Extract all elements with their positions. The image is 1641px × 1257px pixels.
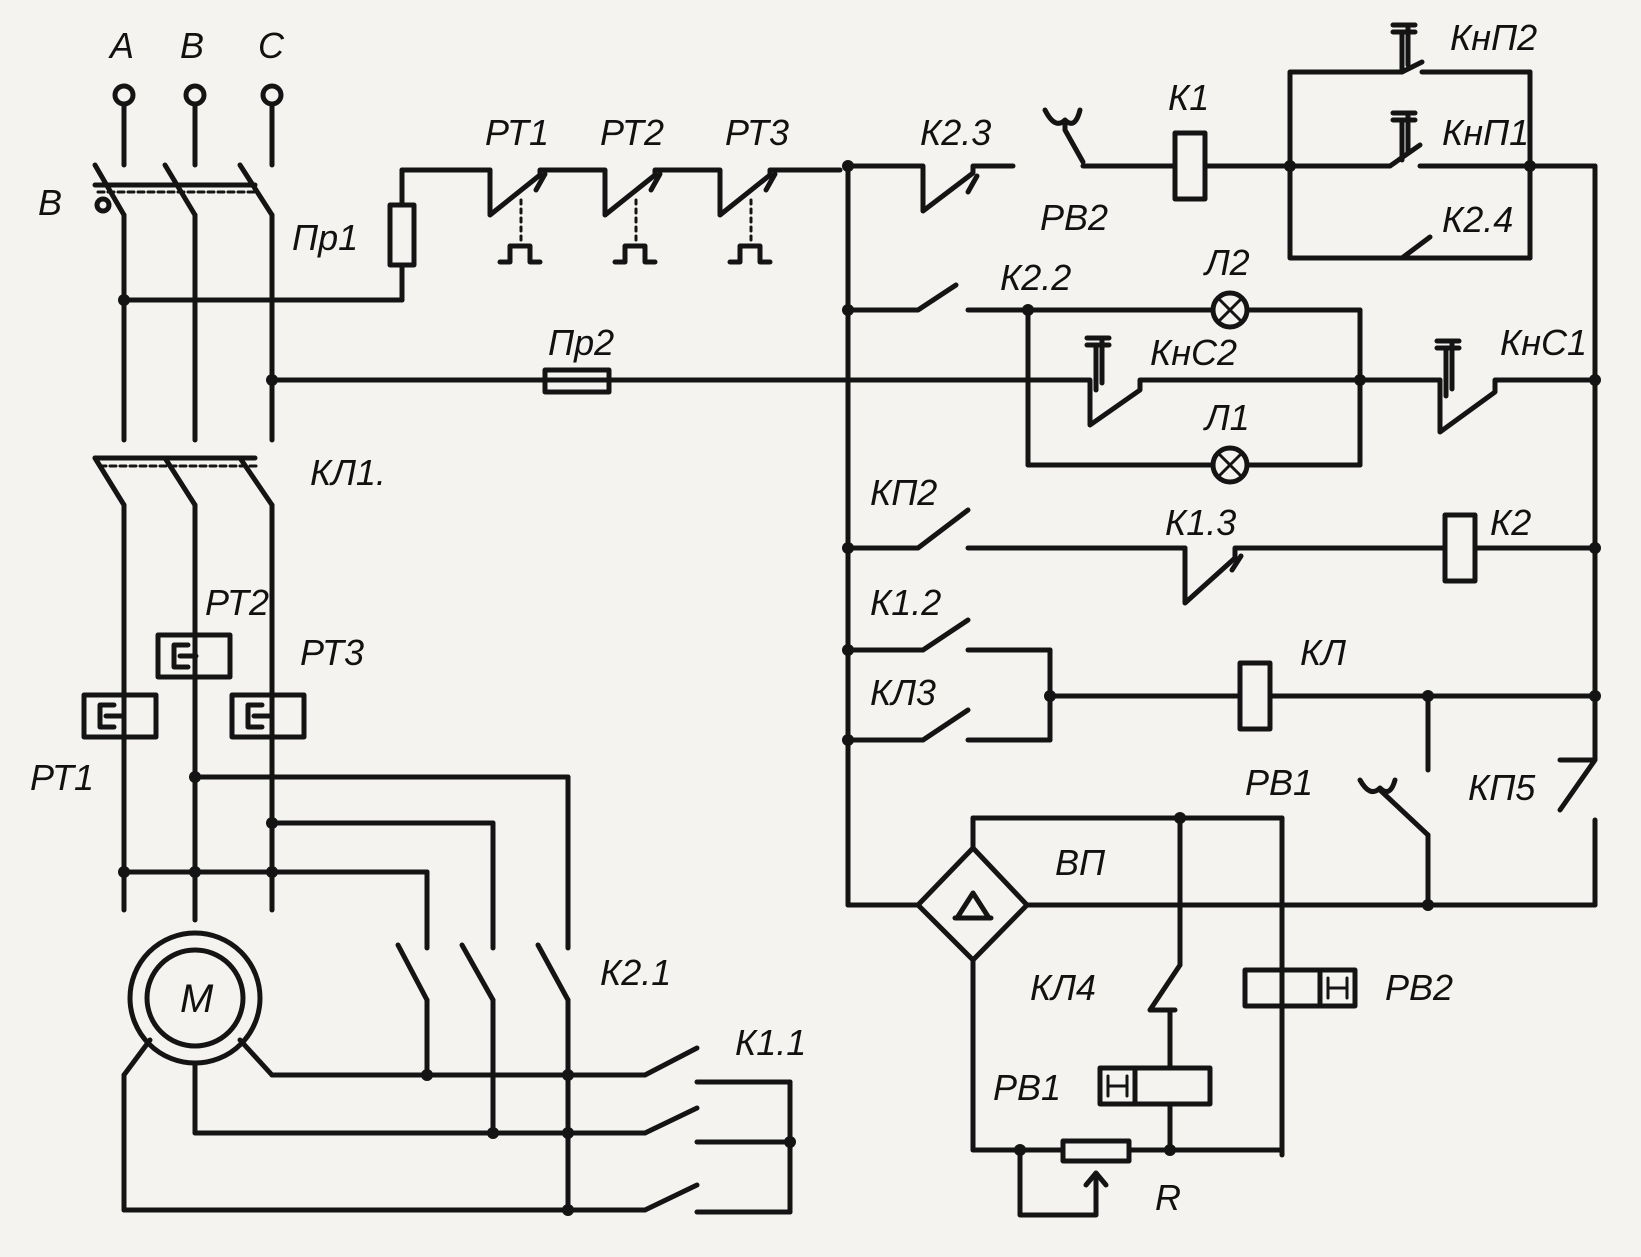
knc1-label: КнС1 (1500, 322, 1587, 363)
fuse-pr2 (542, 367, 612, 395)
rectifier-bridge (915, 812, 1598, 1158)
kp5-label: КП5 (1468, 767, 1536, 808)
rung-lamps (845, 282, 1598, 485)
thermal-relay-heaters (81, 632, 307, 740)
rt2-relay-label: РТ2 (205, 582, 269, 623)
k21-short-circuit-contacts (189, 771, 571, 1213)
rung-k1 (845, 22, 1598, 261)
k22-label: К2.2 (1000, 257, 1071, 298)
control-left-rail (842, 160, 921, 908)
k2-coil-label: К2 (1490, 502, 1531, 543)
lamp1-label: Л1 (1203, 397, 1250, 438)
thermal-relay-contacts (487, 167, 843, 265)
resistor-label: R (1155, 1177, 1181, 1218)
rt1-contact-label: РТ1 (485, 112, 549, 153)
line-contactor-kl1 (92, 455, 275, 875)
knp2-label: КнП2 (1450, 17, 1537, 58)
vp-label: ВП (1055, 842, 1106, 883)
kl-coil-label: КЛ (1300, 632, 1346, 673)
rv2-coil-label: РВ2 (1385, 967, 1453, 1008)
rung-kl (845, 617, 1598, 908)
fuse-pr1-label: Пр1 (292, 217, 358, 258)
kl4-label: КЛ4 (1030, 967, 1096, 1008)
rt2-contact-label: РТ2 (600, 112, 664, 153)
breaker-label: B (38, 182, 62, 223)
rv1-coil-label: РВ1 (993, 1067, 1061, 1108)
lamp2-label: Л2 (1203, 242, 1250, 283)
rt3-relay-label: РТ3 (300, 632, 364, 673)
rv1-contact-label: РВ1 (1245, 762, 1313, 803)
k1-coil-label: К1 (1168, 77, 1209, 118)
phase-a-label: A (108, 25, 134, 66)
kp2-label: КП2 (870, 472, 937, 513)
rung-k2 (845, 507, 1598, 606)
k13-label: К1.3 (1165, 502, 1236, 543)
phase-b-label: B (180, 25, 204, 66)
kl3-label: КЛ3 (870, 672, 936, 713)
knp1-label: КнП1 (1442, 112, 1529, 153)
rv2-contact-label: РВ2 (1040, 197, 1108, 238)
rt3-contact-label: РТ3 (725, 112, 789, 153)
main-breaker (92, 162, 275, 218)
k21-label: К2.1 (600, 952, 671, 993)
control-right-rail (1589, 163, 1601, 755)
kl1-label: КЛ1. (310, 452, 386, 493)
supply-terminals (112, 83, 284, 168)
fuse-pr1 (387, 167, 493, 268)
k23-label: К2.3 (920, 112, 991, 153)
k12-label: К1.2 (870, 582, 941, 623)
knc2-label: КнС2 (1150, 332, 1237, 373)
k11-brake-contacts (642, 1045, 796, 1215)
brake-dc-circuit (970, 815, 1358, 1218)
k11-label: К1.1 (735, 1022, 806, 1063)
motor-stator-leads (121, 1037, 648, 1216)
rt1-relay-label: РТ1 (30, 757, 94, 798)
motor-windings-bus (118, 866, 278, 923)
motor-label: М (180, 977, 214, 1021)
phase-lines (118, 212, 851, 443)
fuse-pr2-label: Пр2 (548, 322, 614, 363)
phase-c-label: C (258, 25, 285, 66)
k24-label: К2.4 (1442, 199, 1513, 240)
